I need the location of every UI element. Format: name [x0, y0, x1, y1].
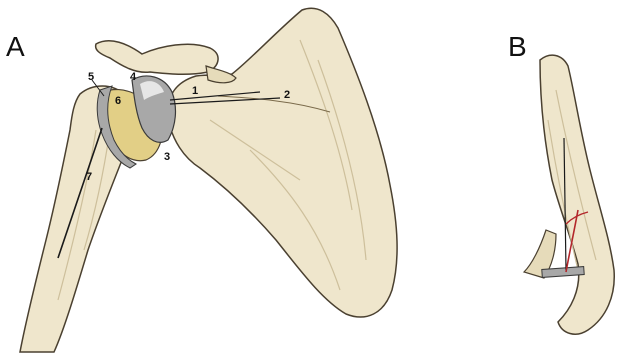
panel-b-letter: B	[508, 31, 527, 62]
label-7: 7	[86, 171, 92, 183]
label-6: 6	[115, 95, 121, 107]
panel-a-letter: A	[6, 31, 25, 62]
coracoid	[206, 66, 236, 83]
scapula-lateral-view	[540, 55, 614, 334]
label-4: 4	[130, 71, 137, 83]
acromion	[96, 41, 218, 75]
label-3: 3	[164, 151, 170, 163]
label-1: 1	[192, 85, 198, 97]
label-2: 2	[284, 89, 290, 101]
label-5: 5	[88, 71, 94, 83]
